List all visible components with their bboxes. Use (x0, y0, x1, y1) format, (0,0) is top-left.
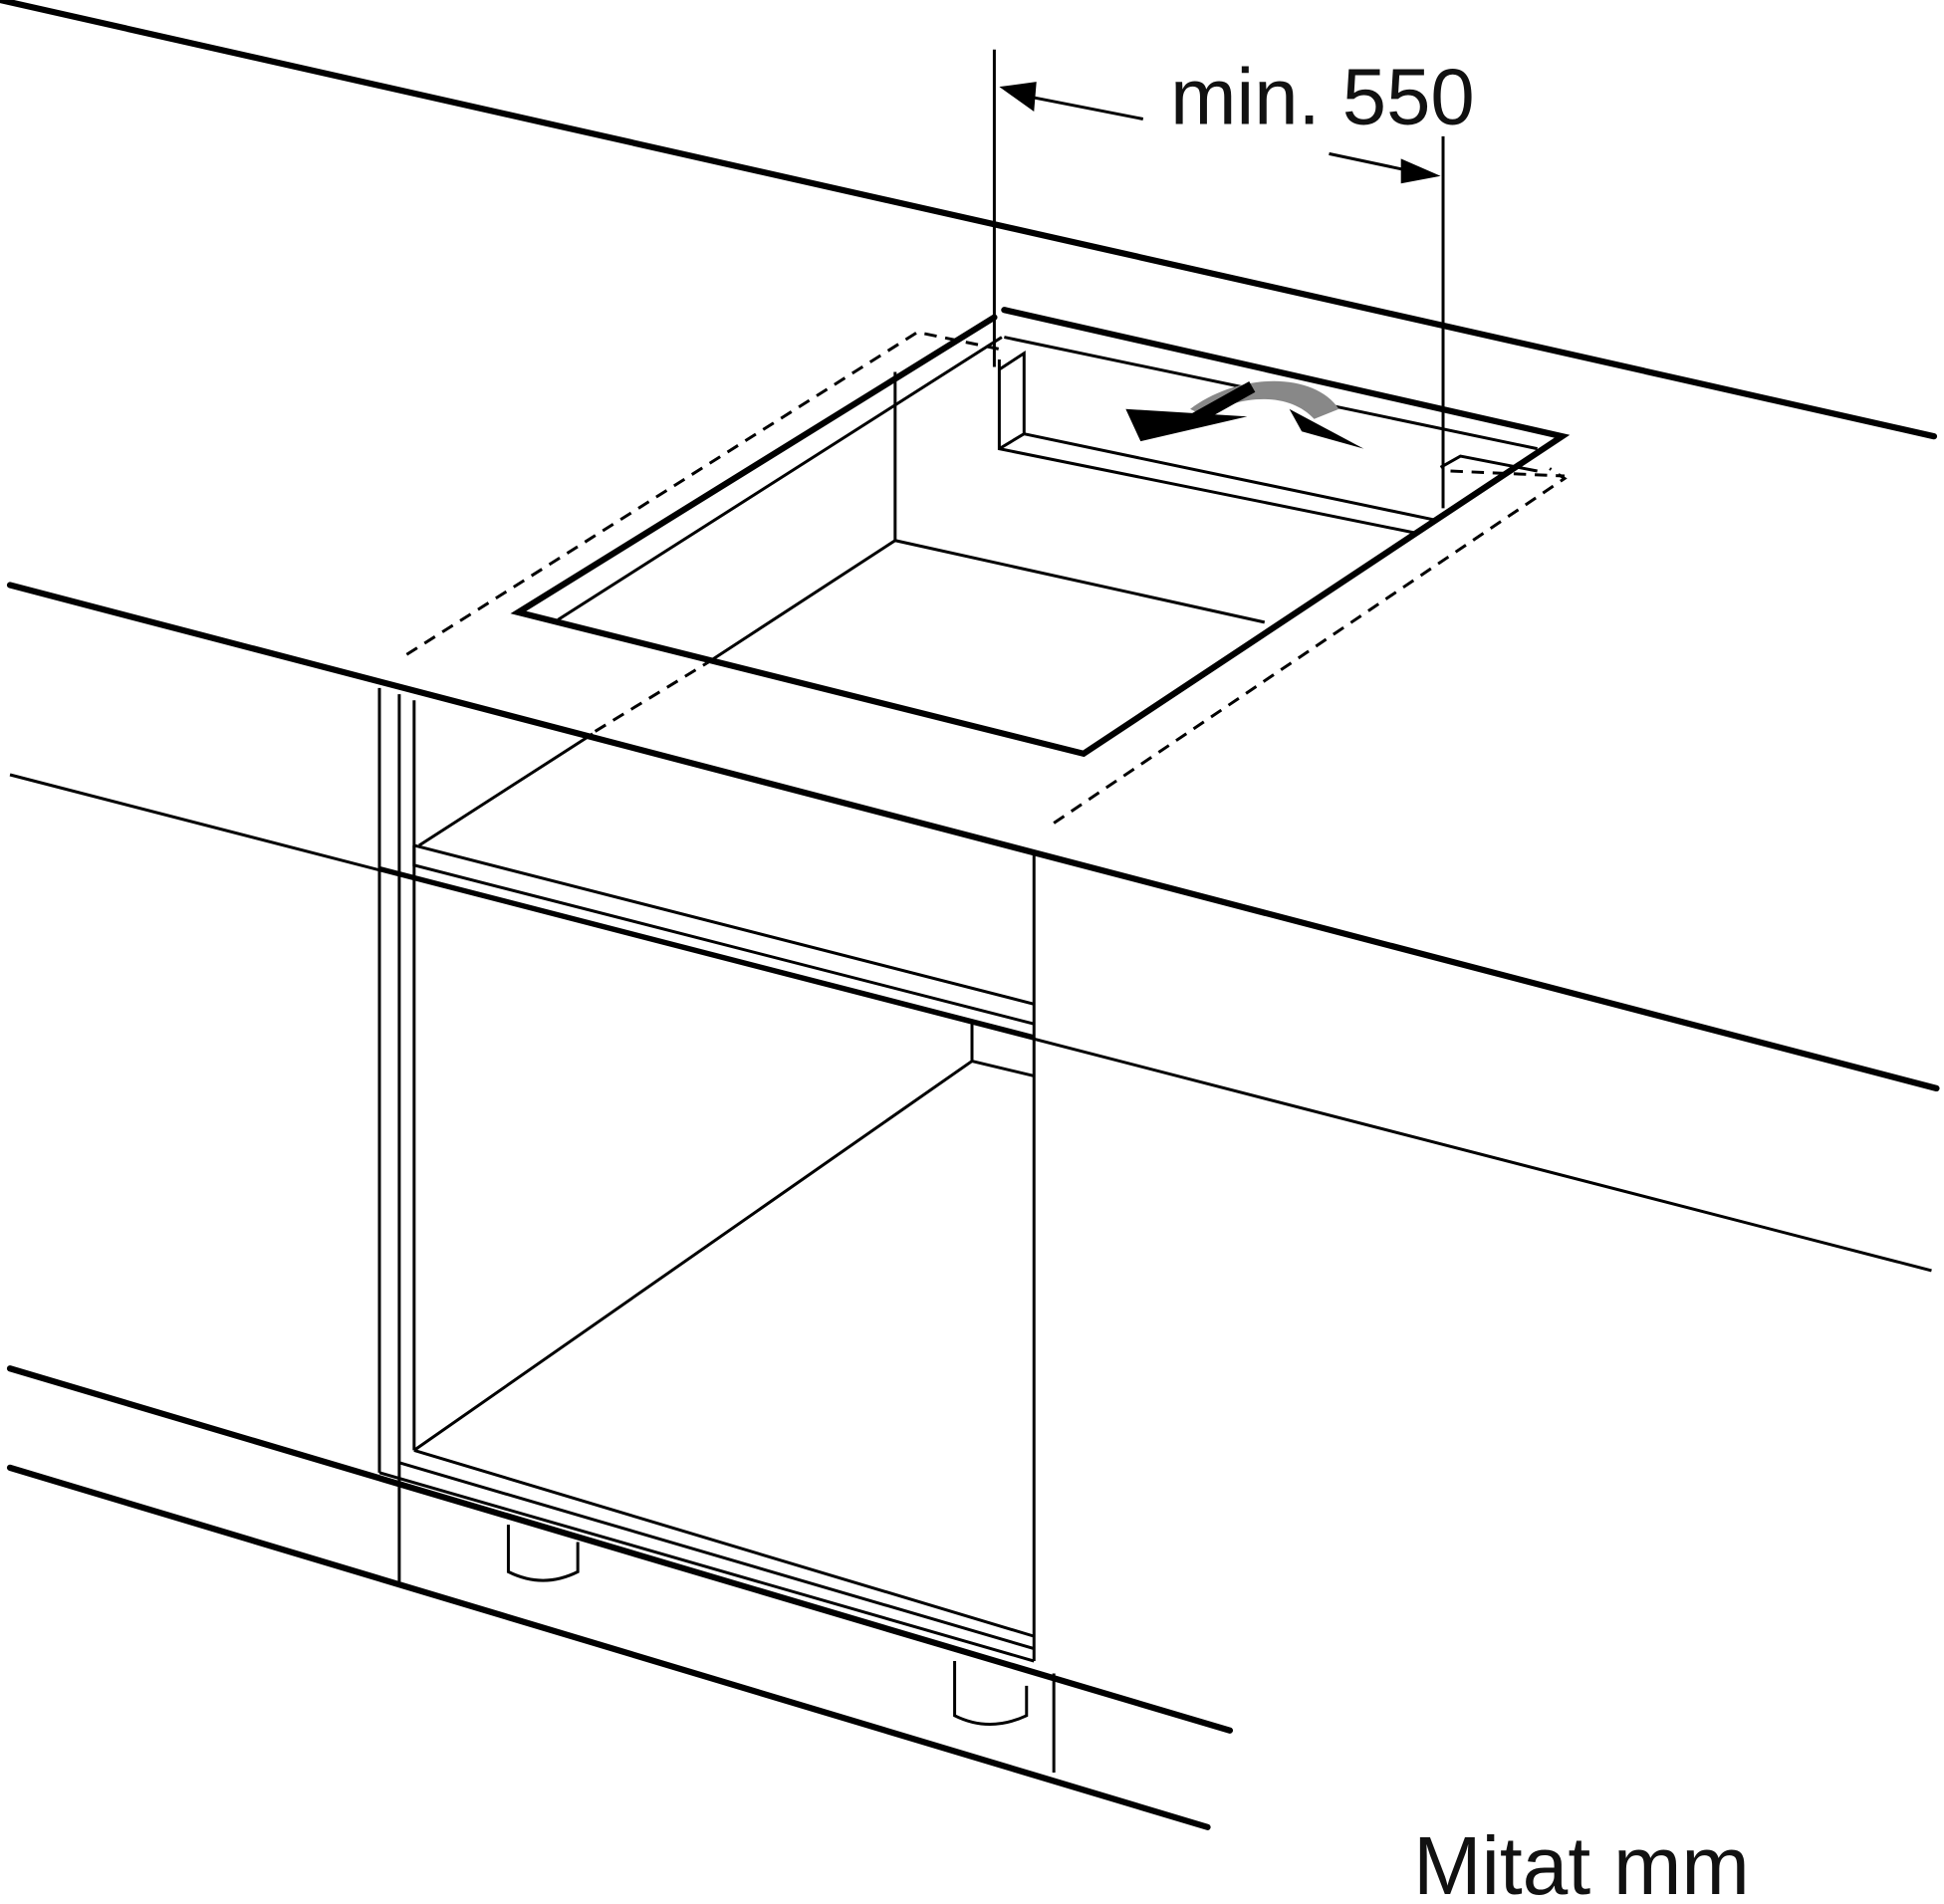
units-label: Mitat mm (1413, 1821, 1750, 1904)
worktop (0, 0, 1940, 1273)
base-cabinet (377, 687, 1056, 1774)
hob-cutout (405, 307, 1571, 825)
plinth (6, 1365, 1234, 1830)
arrow-left-icon (999, 82, 1037, 113)
insert-direction-arrow-icon (1125, 380, 1364, 449)
dimension-label: min. 550 (1170, 52, 1475, 140)
cabinet-feet (506, 1525, 1029, 1726)
arrow-right-icon (1400, 158, 1441, 184)
dimension-min-550: min. 550 (992, 49, 1475, 509)
